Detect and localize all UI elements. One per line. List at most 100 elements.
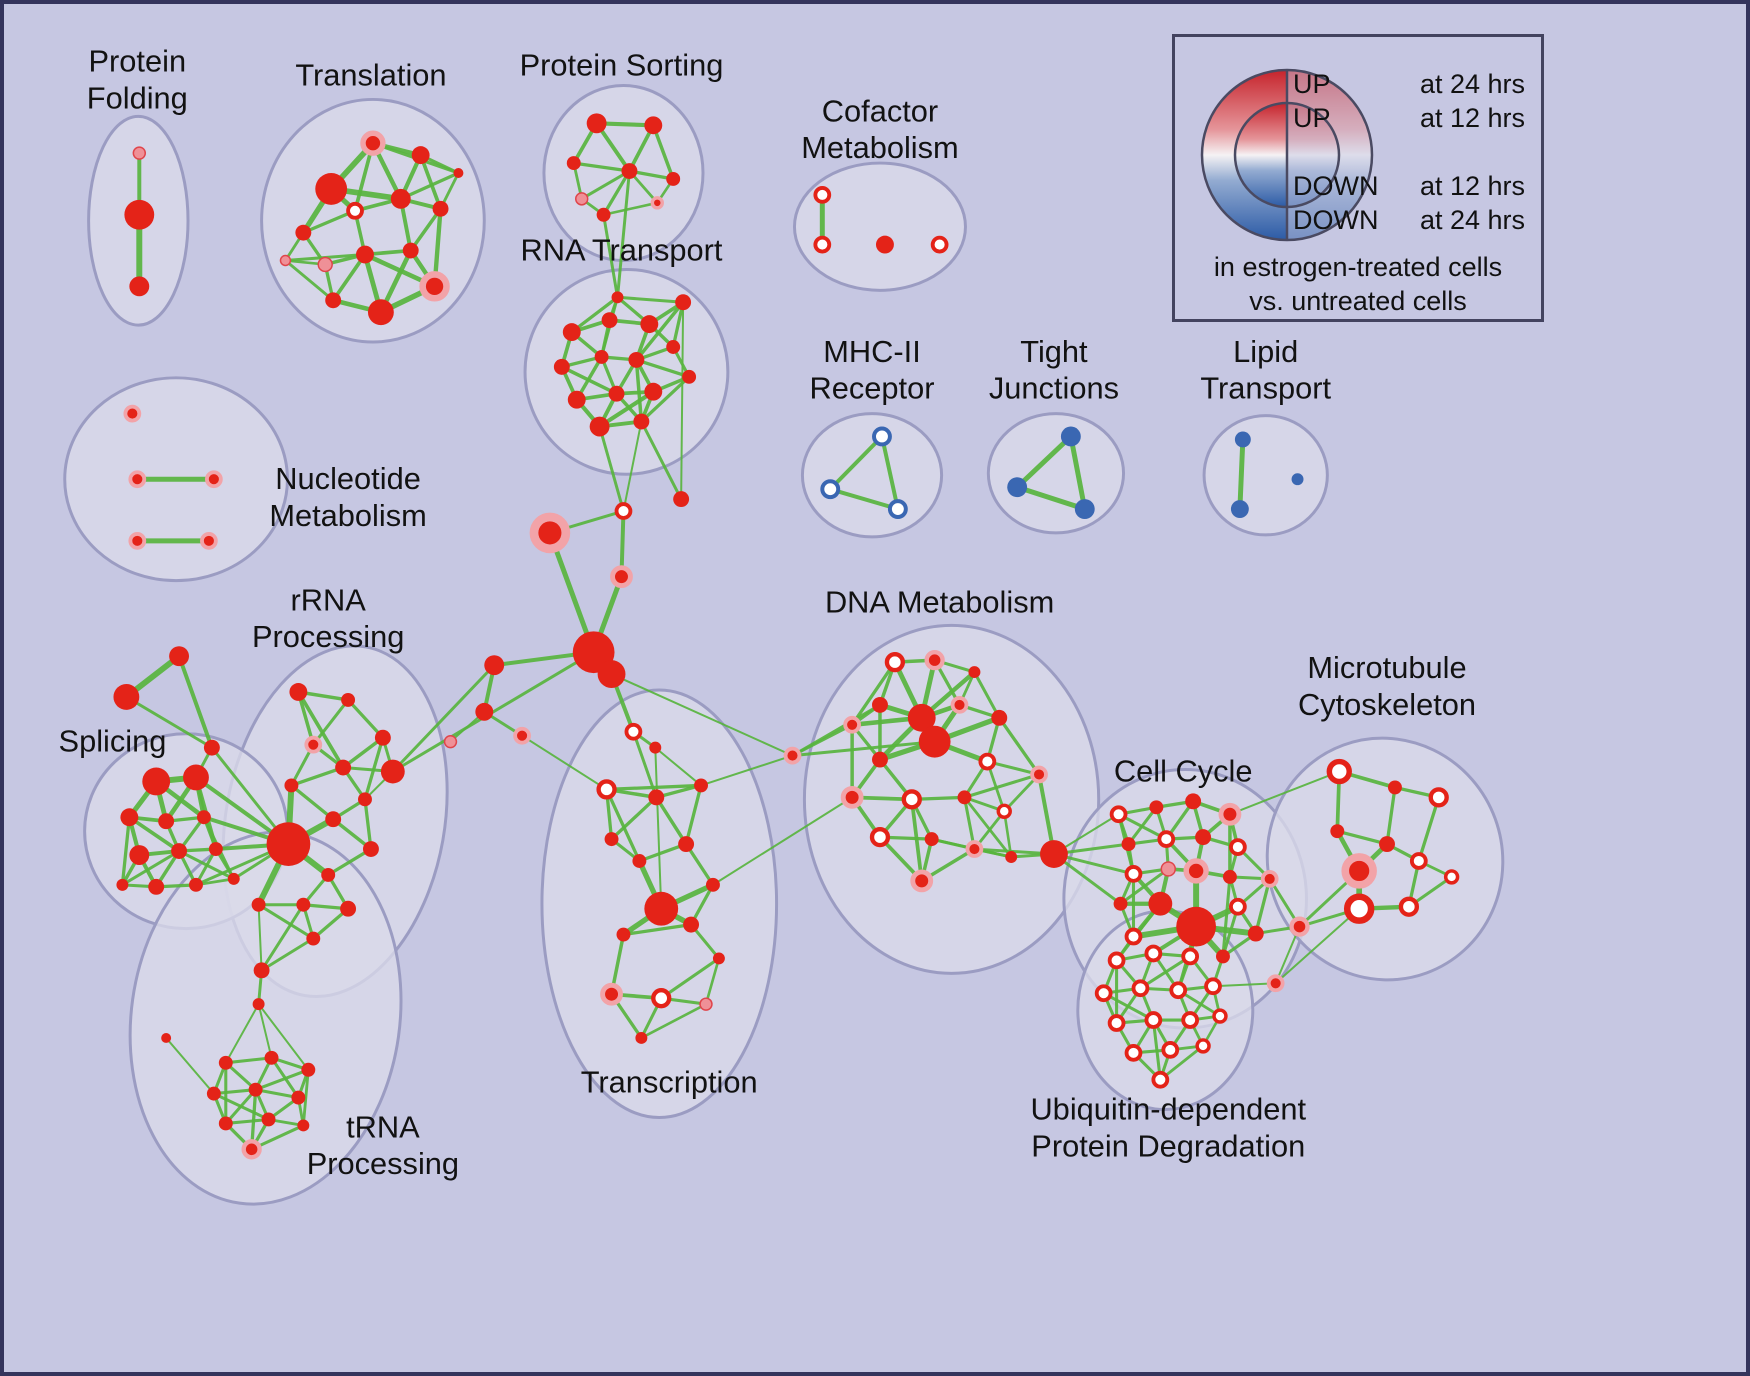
gene-node — [813, 235, 832, 254]
gene-node — [1144, 1011, 1163, 1029]
network-edge — [1158, 1044, 1205, 1082]
gene-node — [978, 752, 997, 771]
cluster-label-cofactor-metabolism: Metabolism — [801, 130, 958, 165]
cluster-label-tight-junctions: Junctions — [989, 371, 1119, 406]
network-edge — [1138, 954, 1192, 990]
network-edge — [418, 153, 443, 211]
gene-node — [206, 1086, 221, 1101]
gene-node — [218, 1055, 233, 1070]
gene-node — [604, 832, 619, 847]
cluster-label-cofactor-metabolism: Cofactor — [822, 93, 938, 128]
gene-node — [813, 186, 832, 204]
legend-footer-line2: vs. untreated cells — [1249, 285, 1467, 316]
gene-node — [295, 224, 312, 241]
gene-node — [367, 299, 394, 326]
network-edge — [602, 201, 659, 217]
network-edge — [1002, 809, 1013, 859]
gene-node — [1195, 1038, 1211, 1054]
network-edge — [640, 1002, 708, 1040]
gene-node — [1107, 951, 1126, 970]
network-edge — [684, 783, 703, 846]
gene-node — [196, 810, 211, 825]
cluster-label-protein-folding: Folding — [87, 80, 188, 115]
gene-node — [820, 479, 841, 500]
gene-node — [161, 1032, 172, 1043]
network-edge — [547, 530, 597, 655]
network-edge — [604, 783, 703, 792]
cluster-ellipse-lipid-transport — [1202, 414, 1329, 537]
network-edge — [634, 358, 644, 424]
network-edge — [828, 487, 900, 512]
cluster-label-translation: Translation — [295, 58, 446, 93]
network-edge — [177, 849, 236, 881]
legend-row-down-24: DOWN at 24 hrs — [1293, 205, 1525, 236]
network-edge — [1014, 484, 1088, 512]
gene-node — [306, 931, 321, 946]
gene-node — [1183, 858, 1209, 884]
gene-node — [1124, 865, 1143, 883]
gene-node — [872, 696, 888, 713]
network-edge — [296, 690, 345, 770]
network-edge — [165, 1036, 215, 1095]
gene-node — [340, 900, 357, 917]
gene-node — [1341, 853, 1377, 889]
gene-node — [1229, 897, 1247, 916]
gene-node — [673, 491, 690, 508]
gene-node — [624, 722, 643, 741]
gene-node — [317, 256, 333, 273]
network-edge — [1119, 867, 1170, 906]
gene-node — [241, 1139, 262, 1160]
gene-node — [640, 315, 659, 334]
gene-node — [1157, 830, 1176, 848]
network-edge — [602, 213, 619, 299]
network-edge — [622, 420, 643, 513]
network-edge — [651, 123, 675, 181]
gene-node — [869, 826, 891, 848]
gene-node — [616, 927, 631, 942]
network-edge — [700, 754, 794, 787]
network-edge — [257, 1003, 273, 1059]
cluster-ellipse-tight-junctions — [986, 412, 1126, 535]
gene-node — [1124, 1043, 1143, 1062]
cluster-label-ubiquitin-degradation: Ubiquitin-dependent — [1030, 1091, 1306, 1126]
gene-node — [128, 531, 147, 550]
network-edge — [639, 420, 683, 501]
cluster-label-lipid-transport: Lipid — [1233, 334, 1298, 369]
network-edge — [1274, 925, 1301, 985]
gene-node — [120, 808, 139, 827]
gene-node — [1234, 431, 1251, 448]
gene-node — [1107, 1014, 1126, 1032]
gene-node — [1326, 758, 1352, 785]
gene-node — [1343, 893, 1375, 924]
gene-node — [1161, 1041, 1180, 1059]
gene-node — [1409, 852, 1428, 870]
network-edge — [572, 161, 632, 173]
network-edge — [301, 209, 357, 235]
network-edge — [124, 695, 214, 750]
network-edge — [850, 660, 897, 727]
gene-node — [1169, 981, 1188, 1000]
legend-time-label: at 24 hrs — [1419, 205, 1525, 235]
gene-node — [950, 696, 969, 714]
gene-node — [608, 385, 625, 402]
gene-node — [633, 413, 650, 430]
gene-node — [1160, 861, 1176, 877]
gene-node — [596, 207, 611, 222]
legend-time-label: at 12 hrs — [1419, 103, 1525, 133]
gene-node — [132, 146, 147, 160]
legend-row-up-12: UP at 12 hrs — [1293, 103, 1525, 134]
gene-node — [453, 168, 464, 178]
gene-node — [411, 146, 430, 165]
gene-node — [261, 1112, 276, 1127]
cluster-label-mhc-ii-receptor: MHC-II — [823, 334, 921, 369]
legend-footer: in estrogen-treated cells vs. untreated … — [1175, 251, 1541, 319]
cluster-label-rna-transport: RNA Transport — [520, 233, 722, 268]
cluster-label-nucleotide-metabolism: Metabolism — [269, 498, 426, 533]
gene-node — [597, 660, 626, 688]
legend-time-label: at 24 hrs — [1419, 69, 1525, 99]
gene-node — [628, 351, 645, 368]
network-edge — [257, 903, 263, 972]
gene-node — [123, 404, 142, 423]
cluster-label-trna-processing: tRNA — [346, 1109, 420, 1144]
